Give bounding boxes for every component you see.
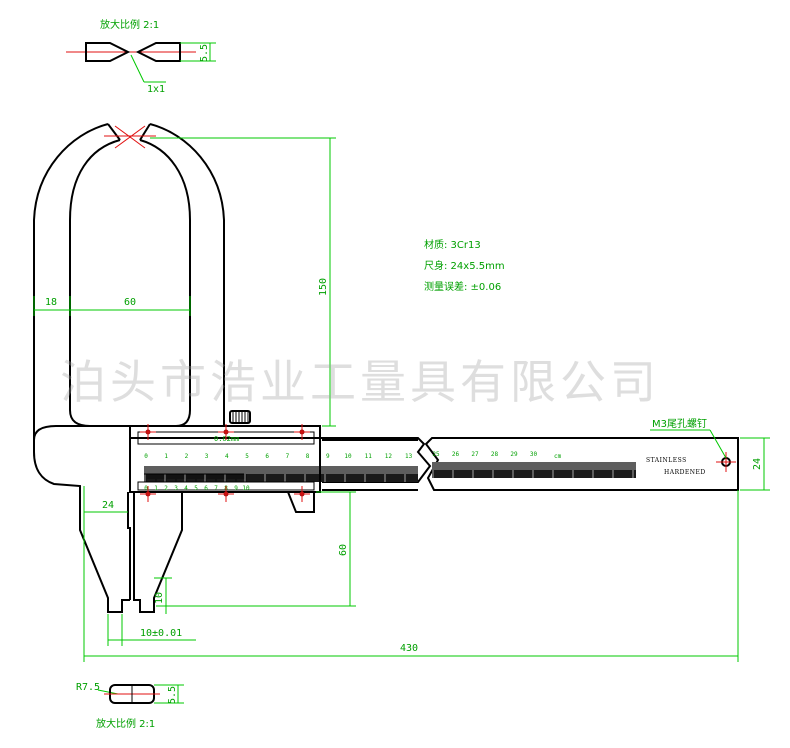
- bottom-tip-detail: R7.5 5.5 放大比例 2:1: [76, 682, 184, 730]
- lower-fixed-jaw: [127, 492, 131, 600]
- beam-right-segment: [424, 437, 739, 491]
- body-shoulder: [33, 425, 130, 441]
- unit-label: cm: [554, 453, 562, 460]
- jaw-tip-cross-b: [114, 125, 146, 149]
- vernier-number: 2: [164, 485, 168, 492]
- vernier-number: 6: [204, 485, 208, 492]
- company-watermark: 泊头市浩业工量具有限公司: [60, 355, 660, 409]
- jaw-tip-edges: [107, 123, 151, 141]
- top-tip-detail: 放大比例 2:1 5.5 1x1: [66, 18, 216, 95]
- scale-note-top: 放大比例 2:1: [100, 18, 159, 31]
- tip-profile-right: [135, 42, 181, 62]
- chamfer-leader: [130, 54, 145, 83]
- spec-error: 测量误差: ±0.06: [424, 280, 501, 293]
- vernier-number: 9: [234, 485, 238, 492]
- dim-jaw-gap: 60: [124, 297, 136, 308]
- brand-line-2: HARDENED: [664, 469, 706, 476]
- chamfer-label: 1x1: [147, 84, 165, 95]
- main-scale-number: 9: [326, 453, 330, 460]
- main-scale-number: 4: [225, 453, 229, 460]
- main-scale-number: 30: [530, 451, 538, 458]
- thickness-top-label: 5.5: [199, 44, 210, 62]
- dim-beam-height: 24: [752, 458, 763, 470]
- scale-note-bottom: 放大比例 2:1: [96, 717, 155, 730]
- vernier-number: 1: [154, 485, 158, 492]
- vernier-number: 0: [144, 485, 148, 492]
- dim-jaw-depth: 150: [318, 278, 329, 296]
- thickness-bottom-label: 5.5: [167, 686, 178, 704]
- vernier-number: 4: [184, 485, 188, 492]
- dim-tip-width: 10±0.01: [140, 628, 182, 639]
- vernier-number: 3: [174, 485, 178, 492]
- tip-profile-left: [85, 42, 131, 62]
- vernier-ticks: [145, 474, 247, 482]
- dimensions: 150 18 60 24 60 10 10±0.01 430 24: [33, 137, 770, 662]
- vernier-resolution: 0.02mm: [214, 435, 239, 443]
- slider-rivets: [140, 424, 310, 502]
- dim-jaw-width: 18: [45, 297, 57, 308]
- main-scale-number: 25: [432, 451, 440, 458]
- main-scale-number: 6: [265, 453, 269, 460]
- main-scale-number: 28: [491, 451, 499, 458]
- brand-line-1: STAINLESS: [646, 457, 687, 464]
- main-scale-number: 5: [245, 453, 249, 460]
- vernier-number: 7: [214, 485, 218, 492]
- main-scale-number: 13: [405, 453, 413, 460]
- radius-label: R7.5: [76, 682, 100, 693]
- thumb-screw[interactable]: [229, 410, 251, 424]
- screw-note: M3尾孔螺钉: [652, 418, 707, 430]
- main-scale-number: 12: [385, 453, 393, 460]
- spec-notes: 材质: 3Cr13 尺身: 24x5.5mm 测量误差: ±0.06: [424, 238, 505, 293]
- main-scale-number: 29: [510, 451, 518, 458]
- main-scale-number: 26: [452, 451, 460, 458]
- thumb-screw-knurl: [232, 411, 249, 423]
- main-scale-number: 3: [205, 453, 209, 460]
- beam-rails: [322, 439, 418, 491]
- main-scale-ticks-right: [432, 462, 636, 478]
- spec-material: 材质: 3Cr13: [424, 238, 481, 251]
- radius-leader: [97, 689, 119, 695]
- main-scale-number: 7: [286, 453, 290, 460]
- vernier-number: 5: [194, 485, 198, 492]
- dim-tip-height: 10: [154, 592, 165, 604]
- slider-lip: [287, 491, 315, 513]
- screw-leader: [709, 429, 727, 459]
- lower-sliding-jaw: [133, 492, 183, 613]
- dim-lower-width: 24: [102, 500, 114, 511]
- vernier-number: 10: [242, 485, 250, 492]
- dim-lower-depth: 60: [338, 544, 349, 556]
- dim-total-length: 430: [400, 643, 418, 654]
- main-scale-number: 10: [344, 453, 352, 460]
- main-scale-number: 2: [185, 453, 189, 460]
- main-scale-number: 1: [164, 453, 168, 460]
- upper-jaw-outer: [33, 123, 225, 613]
- main-scale-numbers-right: 25 26 27 28 29 30: [432, 451, 537, 458]
- main-scale-number: 11: [365, 453, 373, 460]
- main-scale-number: 0: [144, 453, 148, 460]
- spec-size: 尺身: 24x5.5mm: [424, 259, 505, 272]
- main-scale-number: 8: [306, 453, 310, 460]
- main-scale-number: 27: [471, 451, 479, 458]
- rivet-centerlines: [140, 424, 310, 502]
